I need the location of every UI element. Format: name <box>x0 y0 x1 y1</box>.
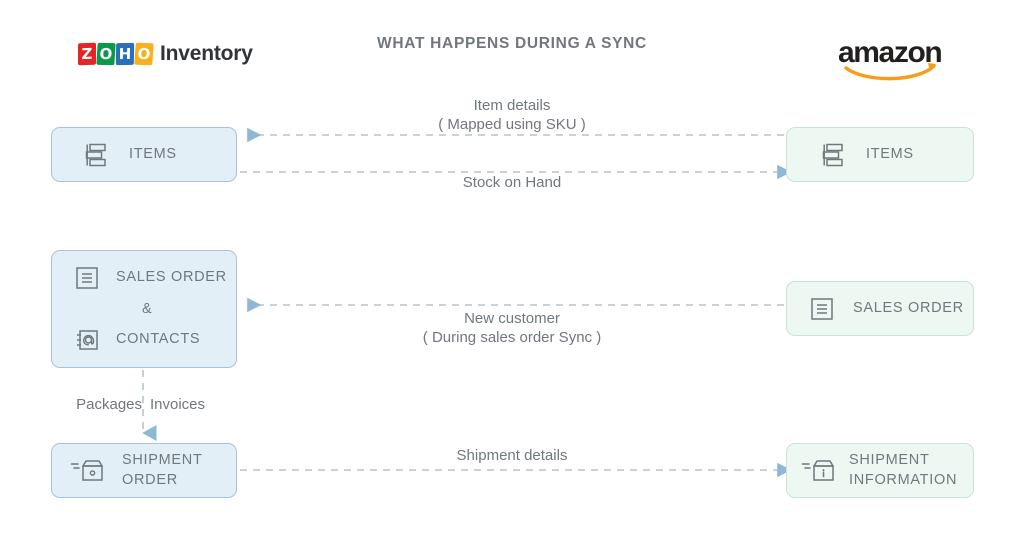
items-list-icon <box>83 142 107 168</box>
zoho-inventory-wordmark: Inventory <box>160 42 253 65</box>
new-customer-line1: New customer <box>464 310 560 327</box>
node-items-zoho[interactable]: ITEMS <box>51 127 237 182</box>
connector-label-item-details: Item details ( Mapped using SKU ) <box>392 97 632 135</box>
contacts-label: CONTACTS <box>116 331 201 348</box>
node-sales-order-contacts-zoho[interactable]: SALES ORDER & CONTACTS <box>51 250 237 368</box>
connector-label-shipment-details: Shipment details <box>392 447 632 466</box>
amazon-wordmark: amazon <box>838 36 943 69</box>
item-details-line1: Item details <box>473 97 551 114</box>
sales-order-contacts-inner: SALES ORDER & CONTACTS <box>74 251 236 367</box>
shipment-information-line2: INFORMATION <box>849 471 958 488</box>
document-lines-icon <box>809 296 835 322</box>
node-sales-order-amazon[interactable]: SALES ORDER <box>786 281 974 336</box>
zoho-inventory-logo: Z O H O Inventory <box>77 42 253 66</box>
ampersand-row: & <box>74 295 236 323</box>
node-sales-order-amazon-label: SALES ORDER <box>853 299 964 316</box>
stock-on-hand-line1: Stock on Hand <box>462 174 562 191</box>
node-items-amazon-label: ITEMS <box>866 145 914 162</box>
node-items-zoho-label: ITEMS <box>129 145 177 162</box>
items-list-icon <box>820 142 844 168</box>
sales-order-row: SALES ORDER <box>74 261 236 295</box>
connector-label-invoices: Invoices <box>150 396 206 413</box>
new-customer-line2: ( During sales order Sync ) <box>422 328 602 346</box>
connector-label-new-customer: New customer ( During sales order Sync ) <box>382 310 642 348</box>
node-shipment-information-amazon[interactable]: SHIPMENT INFORMATION <box>786 443 974 498</box>
shipment-order-line2: ORDER <box>122 471 178 488</box>
shipment-information-line1: SHIPMENT <box>849 451 930 468</box>
node-shipment-information-amazon-label: SHIPMENT INFORMATION <box>849 451 957 490</box>
connector-label-stock-on-hand: Stock on Hand <box>392 174 632 193</box>
item-details-line2: ( Mapped using SKU ) <box>438 115 586 133</box>
shipment-order-line1: SHIPMENT <box>122 451 203 468</box>
contacts-row: CONTACTS <box>74 323 236 357</box>
sales-order-label: SALES ORDER <box>116 269 227 286</box>
connector-label-packages: Packages <box>76 396 142 413</box>
contacts-at-icon <box>74 327 100 353</box>
amazon-logo: amazon <box>838 36 943 82</box>
package-info-icon <box>801 457 835 485</box>
document-lines-icon <box>74 265 100 291</box>
page-title: WHAT HAPPENS DURING A SYNC <box>377 35 647 52</box>
ampersand-label: & <box>142 301 152 317</box>
shipment-details-line1: Shipment details <box>456 447 568 464</box>
node-shipment-order-zoho-label: SHIPMENT ORDER <box>122 451 203 490</box>
package-box-icon <box>70 457 104 485</box>
node-shipment-order-zoho[interactable]: SHIPMENT ORDER <box>51 443 237 498</box>
amazon-smile-icon <box>844 63 936 81</box>
node-items-amazon[interactable]: ITEMS <box>786 127 974 182</box>
